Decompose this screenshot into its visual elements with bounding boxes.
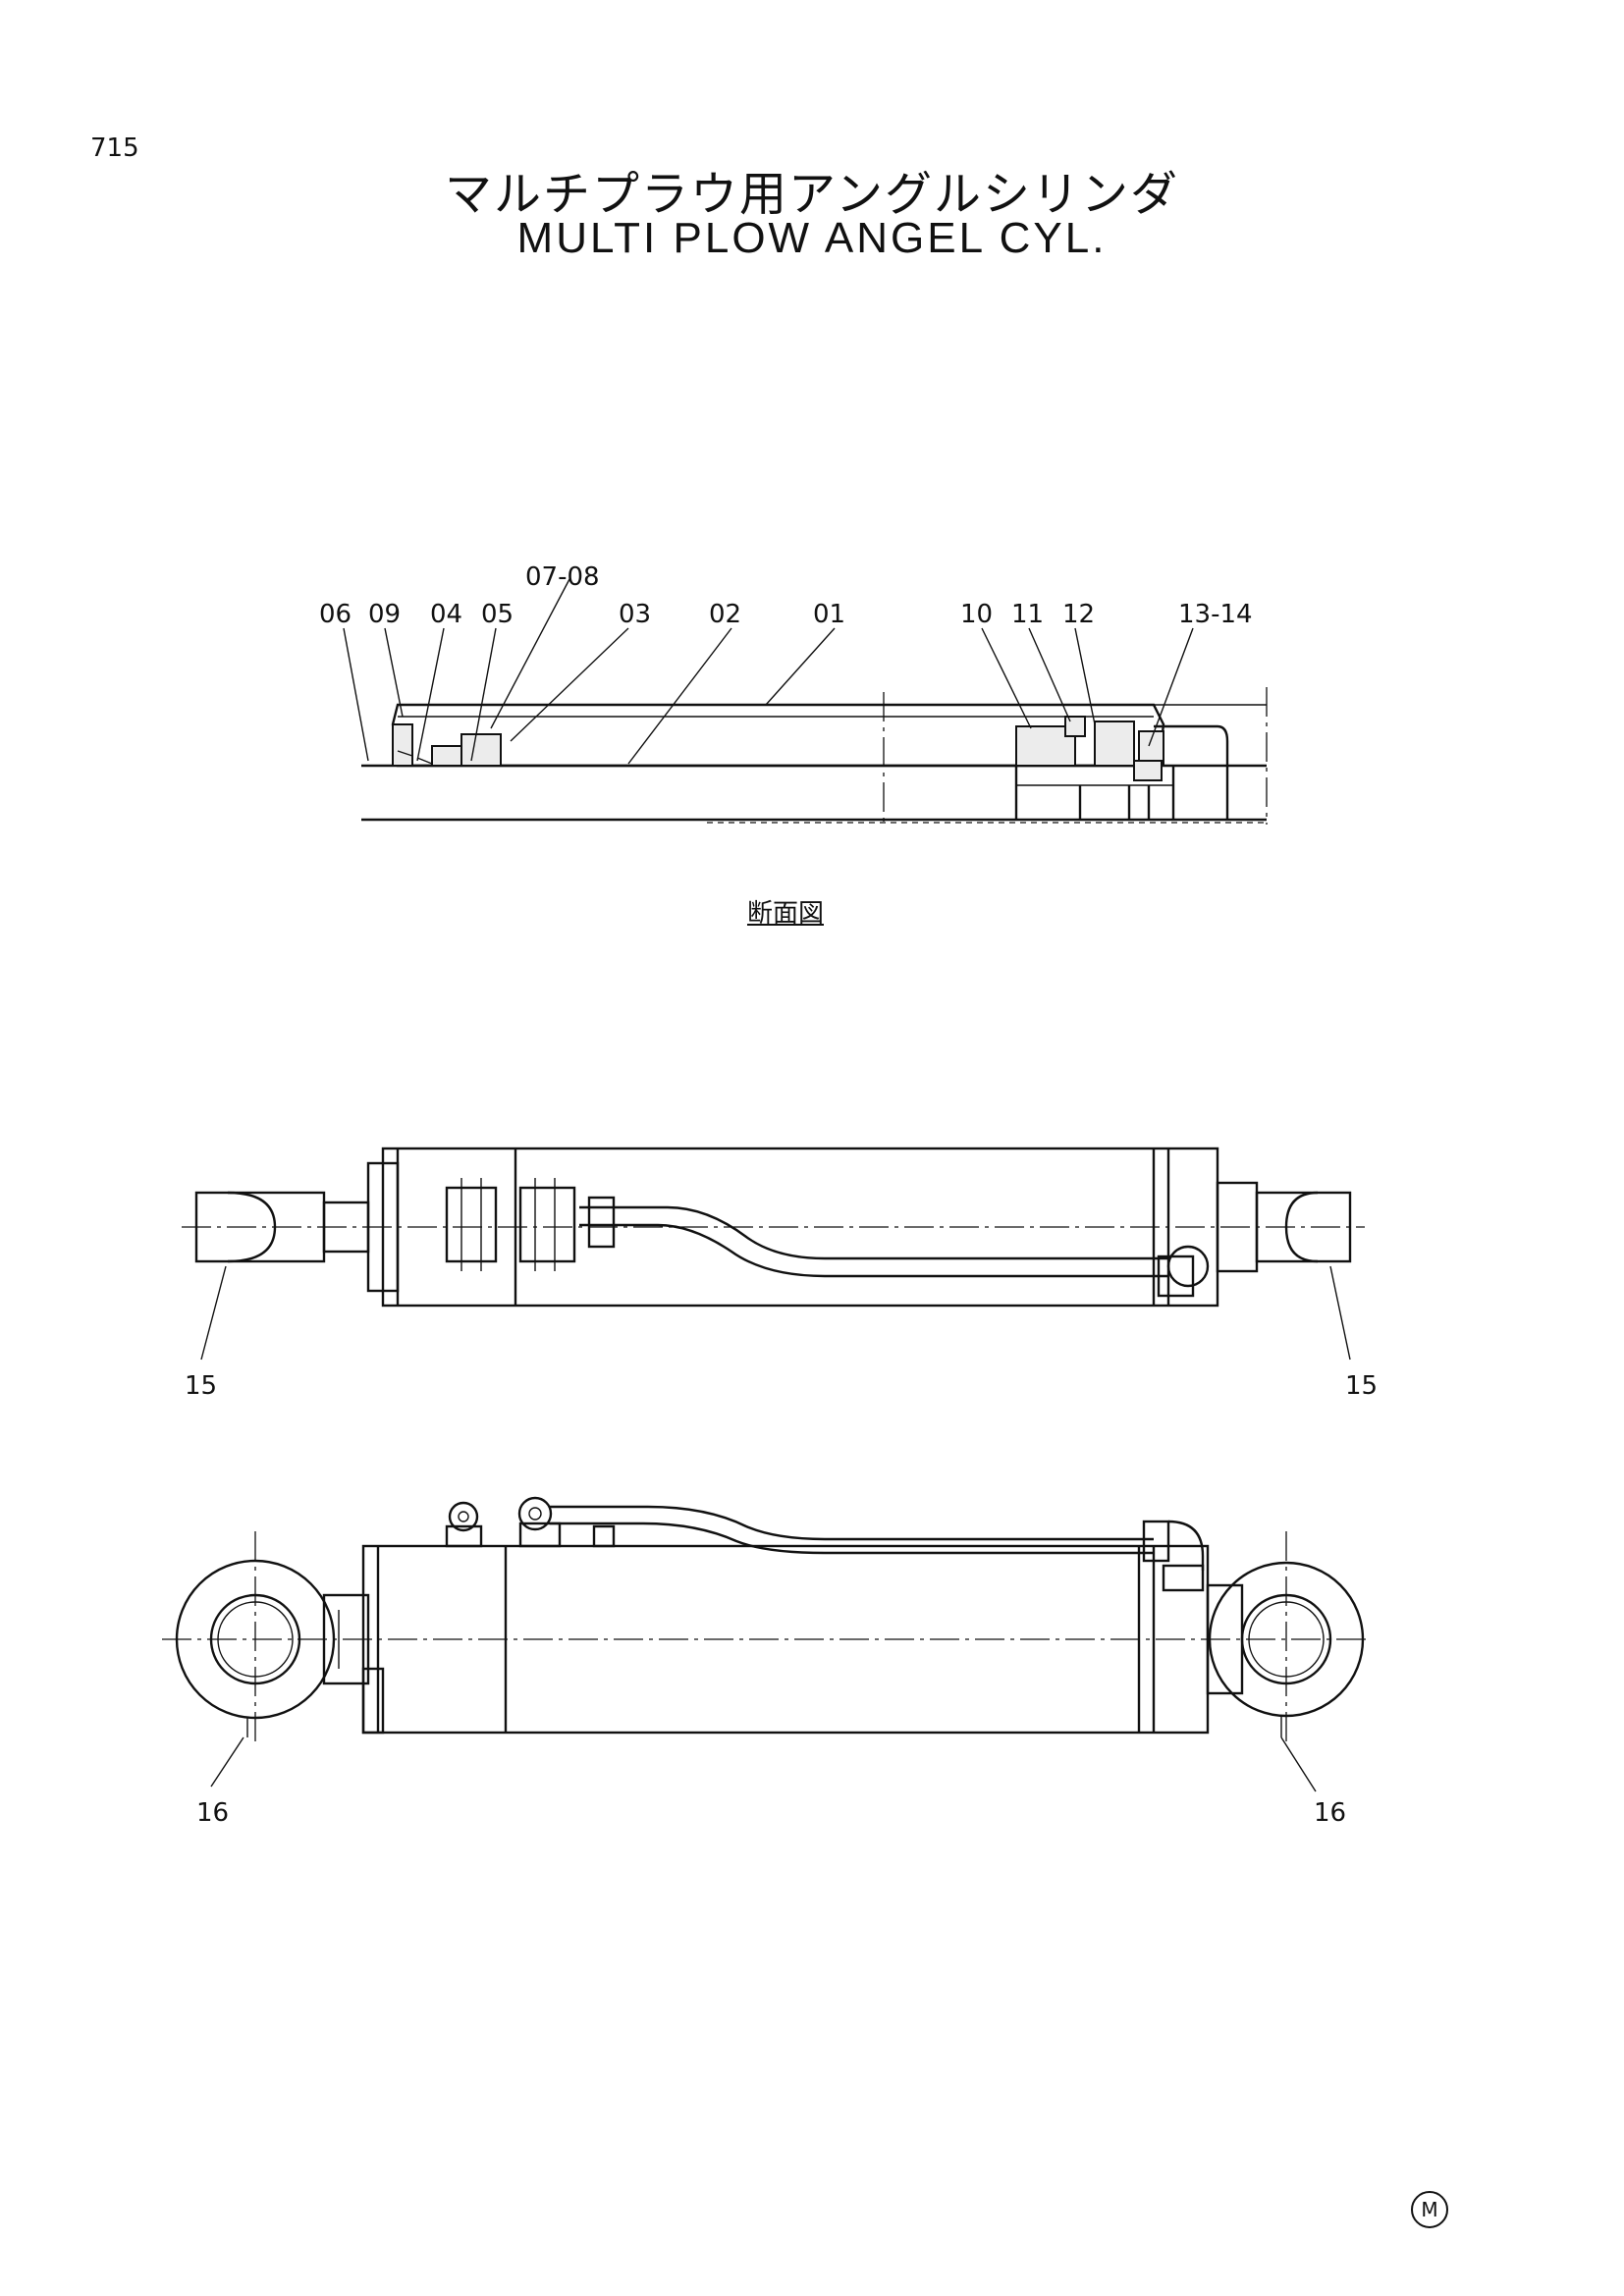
callout-15-right: 15 — [1345, 1371, 1378, 1401]
callout-06: 06 — [319, 600, 352, 629]
page-number: 715 — [90, 133, 139, 163]
callout-labels: 06 09 04 05 07-08 03 02 01 10 11 12 13-1… — [319, 562, 1253, 629]
callout-13-14: 13-14 — [1178, 600, 1253, 629]
callout-12: 12 — [1062, 600, 1095, 629]
callout-16-left: 16 — [196, 1798, 229, 1828]
callout-11: 11 — [1011, 600, 1044, 629]
section-view — [361, 687, 1268, 825]
callout-16-right: 16 — [1314, 1798, 1346, 1828]
section-view-caption: 断面図 — [746, 899, 824, 929]
side-view — [162, 1496, 1370, 1792]
callout-09: 09 — [368, 600, 401, 629]
callout-01: 01 — [813, 600, 845, 629]
callout-02: 02 — [709, 600, 741, 629]
callout-05: 05 — [481, 600, 514, 629]
callout-07-08: 07-08 — [525, 562, 600, 592]
callout-15-left: 15 — [185, 1371, 217, 1401]
title-english: MULTI PLOW ANGEL CYL. — [516, 214, 1108, 262]
callout-leaders — [343, 578, 1194, 765]
callout-03: 03 — [619, 600, 651, 629]
plan-view — [182, 1147, 1365, 1361]
footer-mark: M — [1411, 2191, 1448, 2228]
callout-10: 10 — [960, 600, 993, 629]
title-japanese: マルチプラウ用アングルシリンダ — [444, 167, 1180, 222]
callout-04: 04 — [430, 600, 462, 629]
